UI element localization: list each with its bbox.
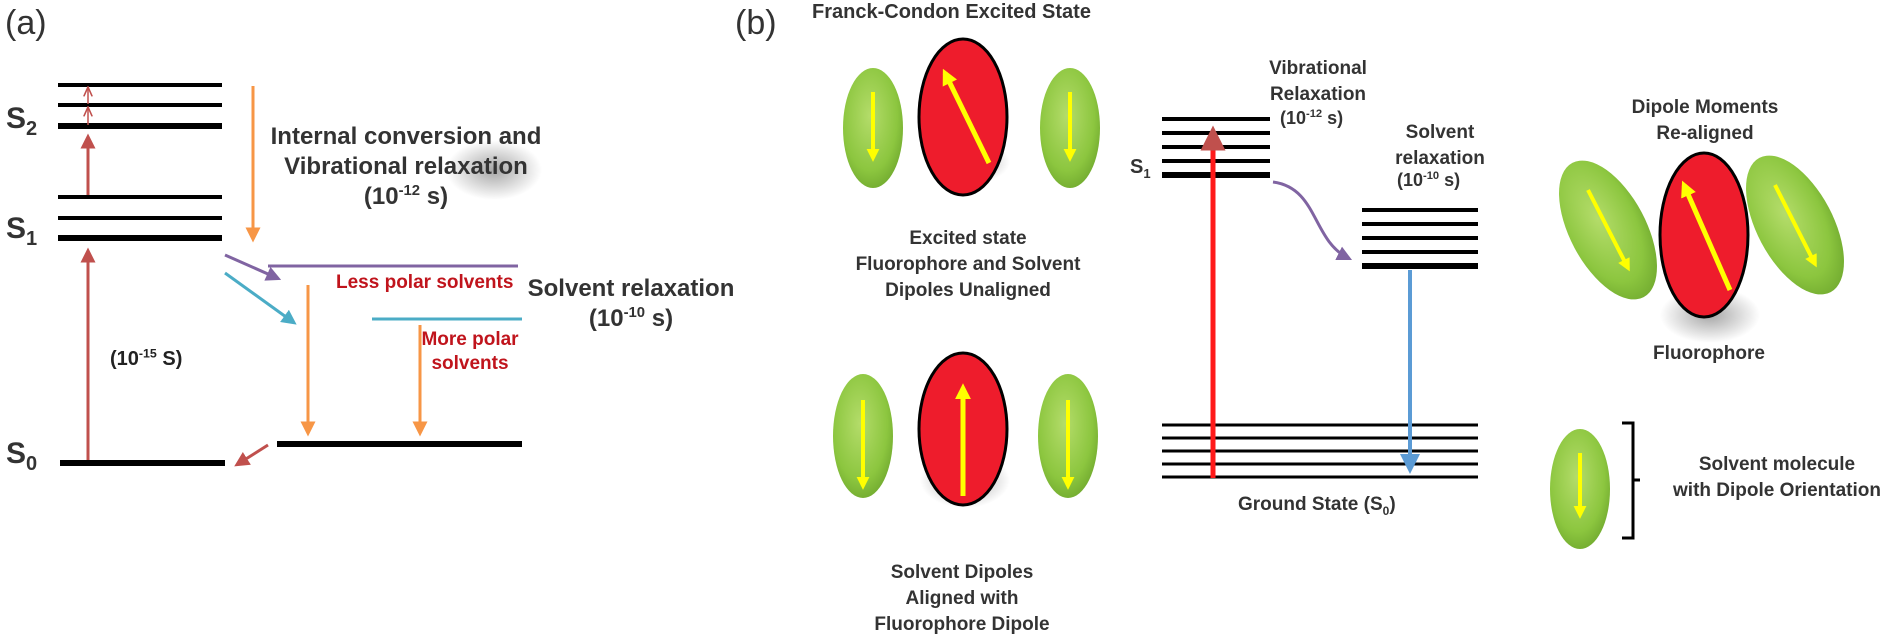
dipole-arrow bbox=[1773, 184, 1817, 268]
legend-line-1: Solvent molecule bbox=[1698, 454, 1856, 475]
fluorophore-caption: Fluorophore bbox=[1653, 343, 1765, 364]
solvent-relaxation-curve-arrow bbox=[1272, 180, 1353, 261]
b-s1-levels bbox=[1162, 117, 1270, 178]
ic-time: (10-12 s) bbox=[363, 183, 449, 210]
dipole-arrow bbox=[942, 68, 992, 165]
aligned-molecules bbox=[833, 351, 1098, 508]
solvent-relax-line: Solvent relaxation bbox=[527, 275, 735, 302]
s1-levels bbox=[58, 195, 222, 241]
unaligned-line-1: Excited state bbox=[909, 228, 1027, 249]
aligned-line-1: Solvent Dipoles bbox=[890, 562, 1034, 583]
legend-molecule bbox=[1550, 421, 1640, 549]
aligned-caption: Solvent Dipoles Aligned with Fluorophore… bbox=[874, 560, 1049, 638]
s2-label: S2 bbox=[6, 102, 38, 140]
dipole-arrow bbox=[1586, 189, 1630, 272]
realigned-line-2: Re-aligned bbox=[1656, 123, 1754, 144]
more-polar-relax-arrow bbox=[224, 271, 297, 325]
sr-line-2: relaxation bbox=[1395, 148, 1485, 169]
solvent-relax-time: (10-10 s) bbox=[588, 305, 674, 332]
shadow bbox=[446, 140, 542, 200]
sr-line-1: Solvent bbox=[1405, 122, 1475, 143]
return-arrow bbox=[234, 443, 269, 467]
s2-levels bbox=[58, 83, 222, 129]
legend-caption: Solvent molecule with Dipole Orientation bbox=[1673, 452, 1881, 504]
realigned-line-1: Dipole Moments bbox=[1631, 97, 1779, 118]
legend-brace bbox=[1622, 421, 1640, 540]
b-solvent-time-label: (10-10 s) bbox=[1397, 170, 1461, 190]
fluorophore-molecule bbox=[917, 37, 1009, 197]
unaligned-caption: Excited state Fluorophore and Solvent Di… bbox=[856, 226, 1081, 304]
absorption-time-label: (10-15 S) bbox=[110, 346, 183, 370]
vib-line-1: Vibrational bbox=[1269, 58, 1367, 79]
panel-a-label: (a) bbox=[5, 4, 47, 42]
panel-b-label: (b) bbox=[735, 4, 777, 42]
internal-conversion-label: Internal conversion and Vibrational rela… bbox=[271, 122, 542, 212]
vib-line-2: Relaxation bbox=[1269, 84, 1367, 105]
ground-state-label: Ground State (S0) bbox=[1238, 494, 1396, 518]
aligned-line-2: Aligned with bbox=[905, 588, 1019, 609]
vibrational-relaxation-label: Vibrational Relaxation bbox=[1269, 56, 1367, 108]
aligned-line-3: Fluorophore Dipole bbox=[874, 614, 1050, 635]
panel-b bbox=[446, 37, 1844, 549]
b-ground-levels bbox=[1162, 423, 1478, 479]
more-polar-label: More polar solvents bbox=[421, 328, 518, 376]
less-polar-relax-arrow bbox=[224, 253, 282, 281]
franck-condon-title: Franck-Condon Excited State bbox=[812, 1, 1091, 23]
unaligned-line-3: Dipoles Unaligned bbox=[885, 280, 1051, 301]
more-polar-line-1: More polar bbox=[421, 329, 519, 350]
legend-line-2: with Dipole Orientation bbox=[1673, 480, 1881, 501]
vibrational-time-label: (10-12 s) bbox=[1280, 108, 1344, 128]
b-s1-label: S1 bbox=[1130, 156, 1151, 181]
less-polar-label: Less polar solvents bbox=[336, 272, 514, 293]
ic-line-2: Vibrational relaxation bbox=[284, 153, 528, 180]
unaligned-line-2: Fluorophore and Solvent bbox=[855, 254, 1081, 275]
solvent-relaxation-label: Solvent relaxation (10-10 s) bbox=[528, 274, 735, 334]
dipole-arrow bbox=[1681, 180, 1733, 292]
franck-condon-molecules bbox=[446, 37, 1100, 200]
s0-label: S0 bbox=[6, 437, 38, 475]
b-solvent-relaxation-label: Solvent relaxation bbox=[1395, 120, 1485, 172]
ic-line-1: Internal conversion and bbox=[270, 123, 542, 150]
s1-label: S1 bbox=[6, 212, 38, 250]
b-relaxed-levels bbox=[1362, 208, 1478, 269]
more-polar-line-2: solvents bbox=[431, 353, 509, 374]
panel-a bbox=[58, 83, 522, 467]
realigned-molecules bbox=[1559, 151, 1844, 343]
realigned-caption: Dipole Moments Re-aligned bbox=[1632, 95, 1779, 147]
